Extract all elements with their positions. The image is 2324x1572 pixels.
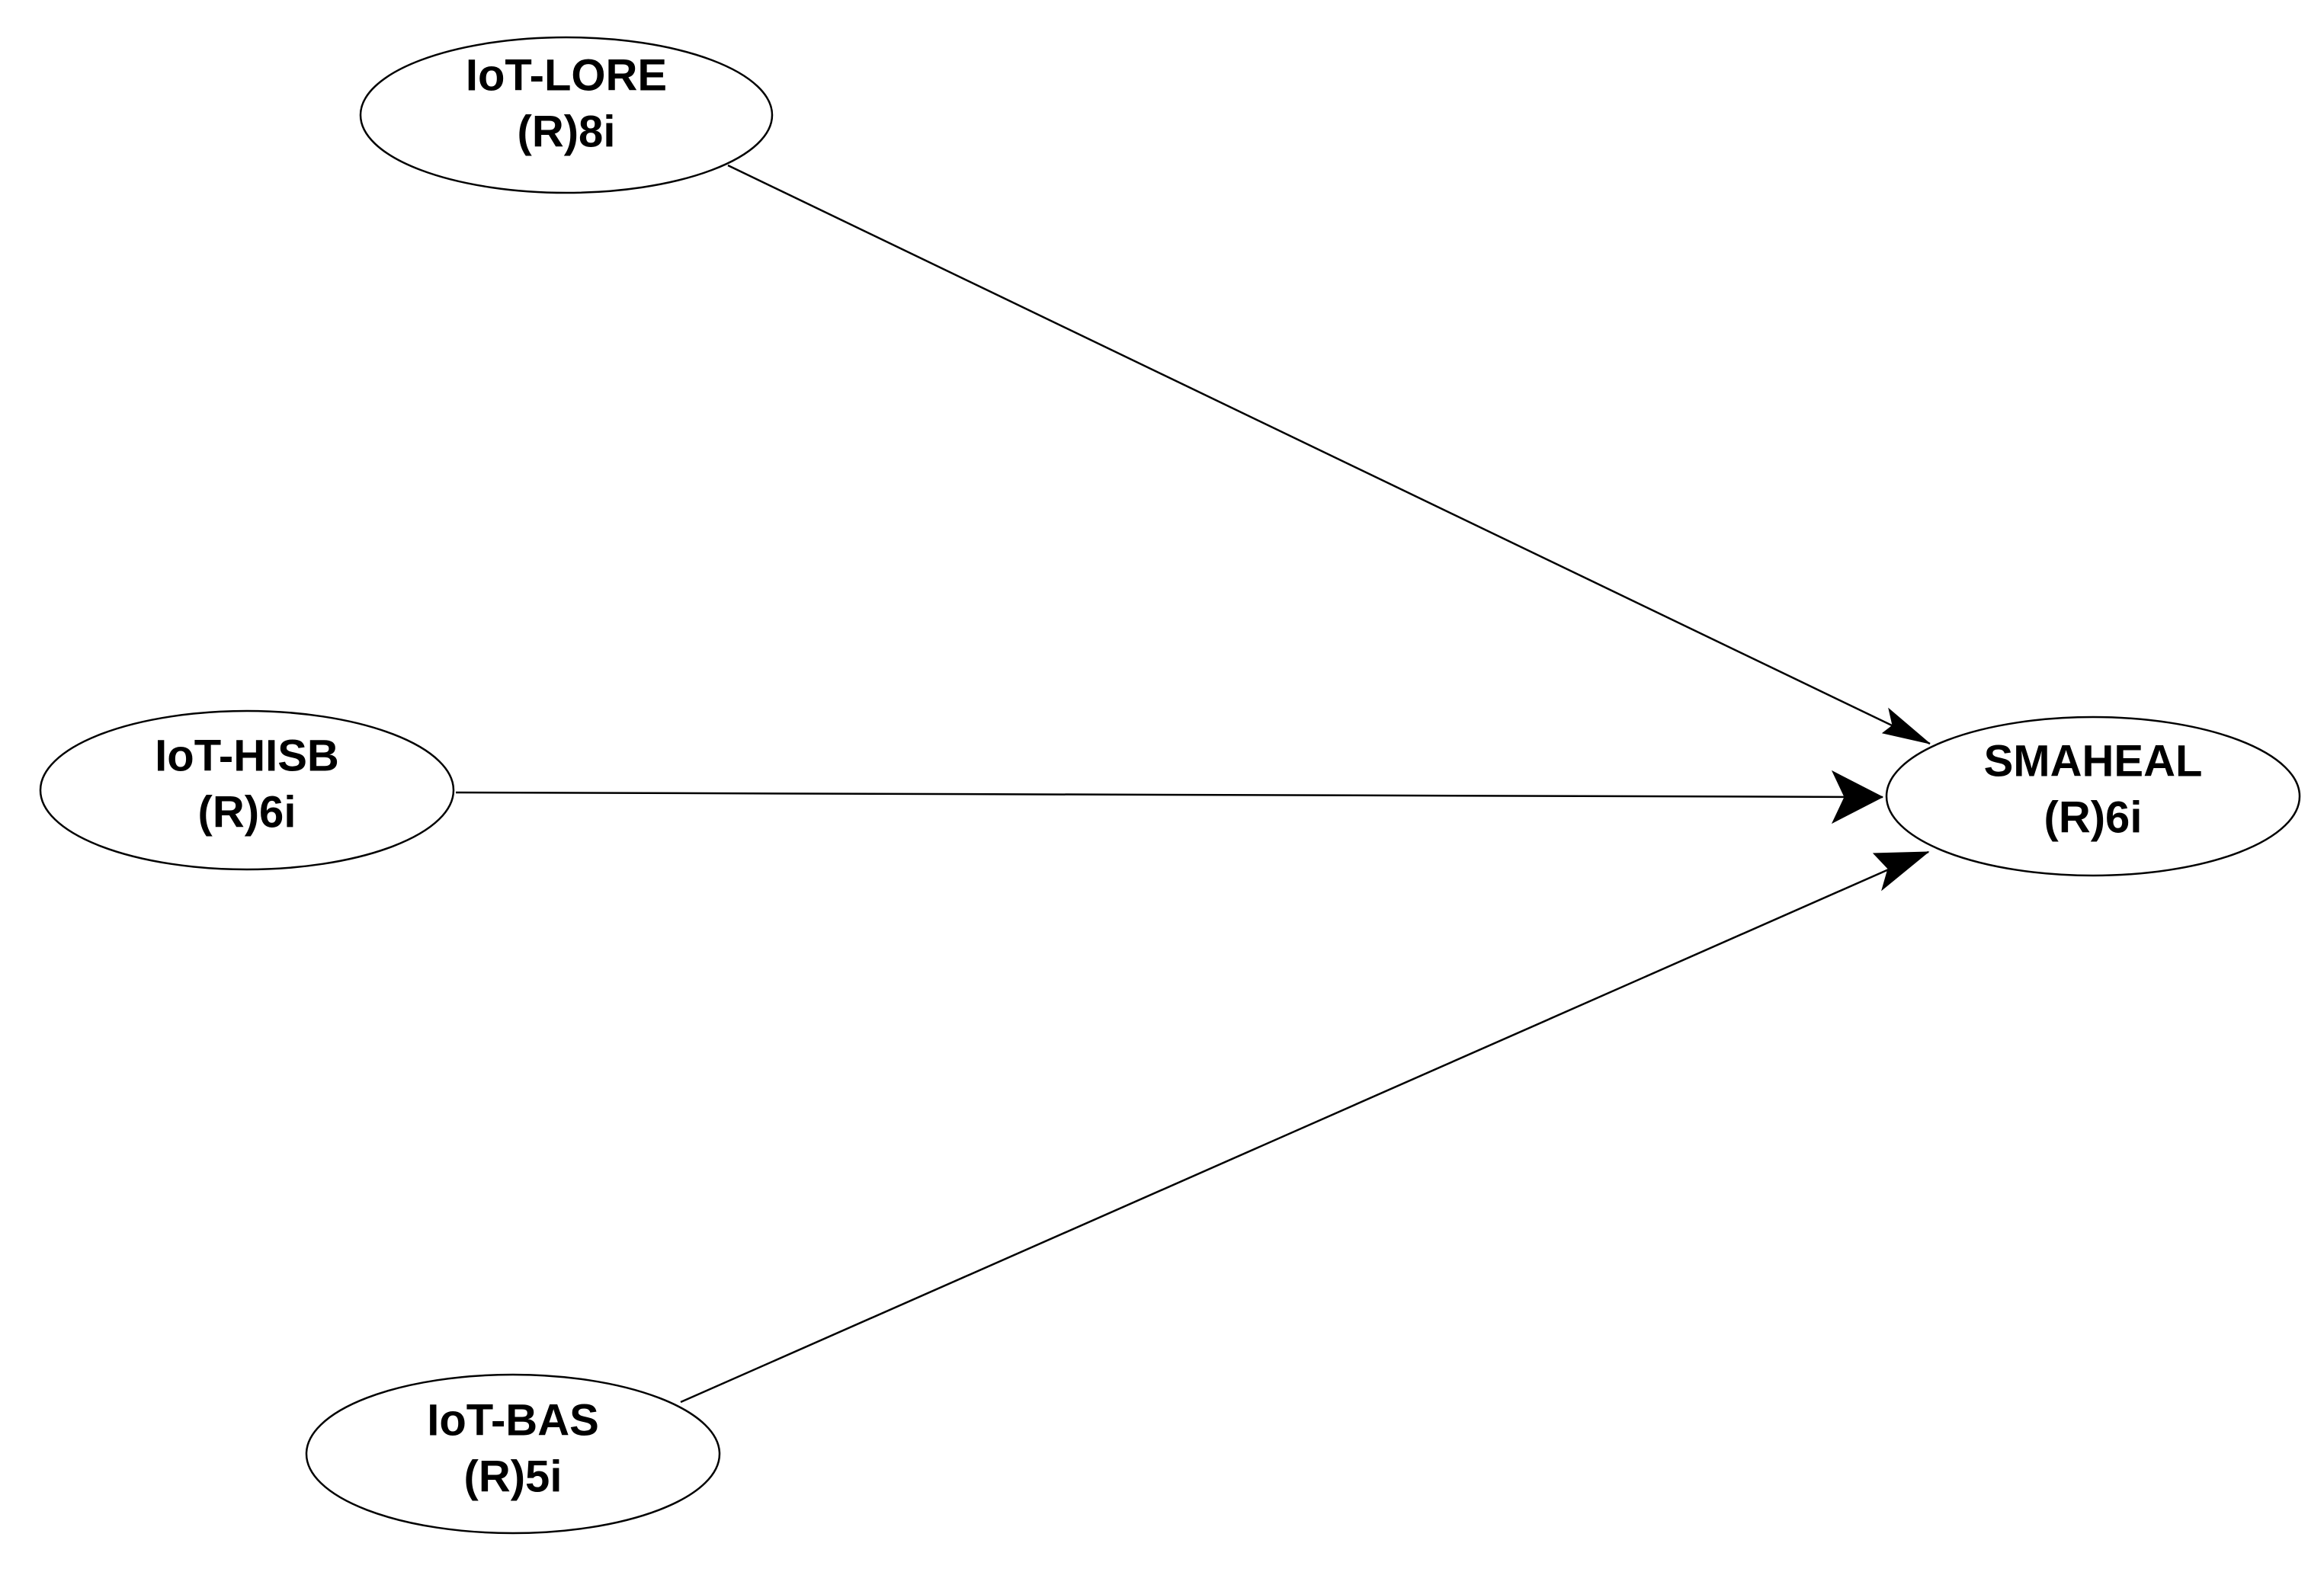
node-iot-bas[interactable]: IoT-BAS (R)5i [305,1373,721,1535]
arrow-head-icon [1872,851,1930,892]
arrow-head-icon [1881,707,1931,744]
node-sublabel: (R)6i [198,787,297,837]
node-sublabel: (R)5i [464,1452,563,1501]
edge-iot-bas-to-smaheal[interactable] [680,850,1930,1404]
node-sublabel: (R)6i [2044,792,2143,842]
edge-line [680,850,1929,1404]
node-ellipse [1885,716,2301,877]
node-label: IoT-BAS [427,1395,599,1445]
edges [455,164,1931,1404]
node-iot-hisb[interactable]: IoT-HISB (R)6i [39,709,455,871]
edge-iot-hisb-to-smaheal[interactable] [455,770,1884,824]
edge-line [727,164,1931,745]
node-ellipse [39,709,455,871]
node-ellipse [305,1373,721,1535]
node-iot-lore[interactable]: IoT-LORE (R)8i [359,36,774,194]
node-label: IoT-LORE [466,50,667,100]
edge-iot-lore-to-smaheal[interactable] [727,164,1931,745]
edge-line [455,791,1883,799]
node-smaheal[interactable]: SMAHEAL (R)6i [1885,716,2301,877]
node-sublabel: (R)8i [518,107,616,156]
node-ellipse [359,36,774,194]
node-label: SMAHEAL [1984,736,2203,786]
node-label: IoT-HISB [155,731,339,780]
arrow-head-icon [1831,770,1884,824]
